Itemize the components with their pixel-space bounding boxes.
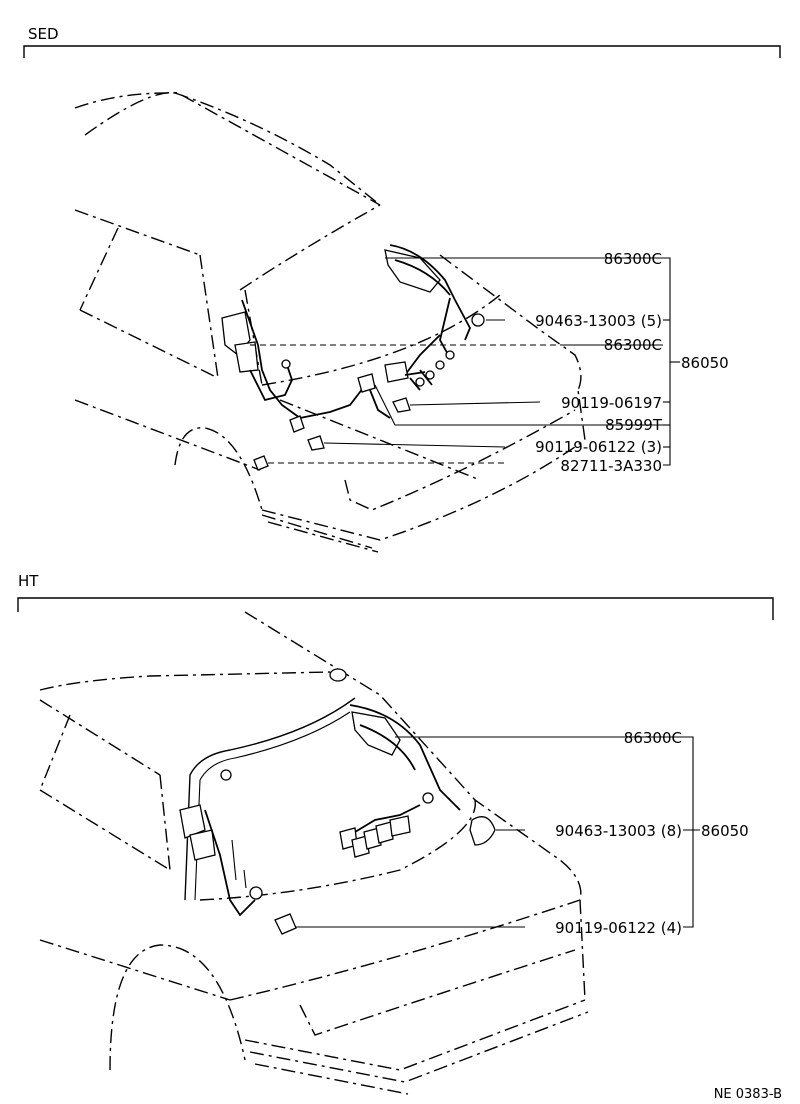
sed-screw-icon	[307, 435, 325, 451]
sed-section-title: SED	[28, 25, 59, 43]
sed-leader-lines	[250, 257, 680, 466]
ht-label-assembly: 86050	[701, 822, 749, 840]
sed-label-grommet: 90463-13003 (5)	[535, 312, 662, 330]
ht-screw-icon	[274, 913, 297, 935]
sed-small-parts	[253, 397, 411, 471]
sed-car-body	[74, 91, 586, 553]
sed-label-sensor: 85999T	[605, 416, 663, 434]
ht-grommet-icon	[469, 816, 496, 846]
ht-label-harness: 86300C	[624, 729, 682, 747]
ht-label-screw: 90119-06122 (4)	[555, 919, 682, 937]
sed-section: SED	[23, 25, 781, 553]
sed-label-harness-mid: 86300C	[604, 336, 662, 354]
sed-bolt-icon	[392, 397, 411, 413]
sed-label-clip: 82711-3A330	[560, 457, 662, 475]
sed-label-harness-top: 86300C	[604, 250, 662, 268]
sed-label-screw: 90119-06122 (3)	[535, 438, 662, 456]
sed-section-bracket	[23, 45, 781, 58]
diagram-code: NE 0383-B	[714, 1087, 782, 1102]
ht-car-body	[39, 611, 589, 1095]
sed-label-assembly: 86050	[681, 354, 729, 372]
sed-clip-icon	[253, 455, 269, 471]
ht-section-bracket	[17, 597, 774, 620]
ht-wire-harness	[179, 668, 496, 935]
ht-section-title: HT	[18, 572, 39, 590]
ht-label-grommet: 90463-13003 (8)	[555, 822, 682, 840]
sed-label-bolt: 90119-06197	[561, 394, 662, 412]
sed-wire-harness	[221, 244, 485, 433]
ht-leader-lines	[296, 736, 700, 928]
ht-section: HT	[17, 572, 774, 1095]
